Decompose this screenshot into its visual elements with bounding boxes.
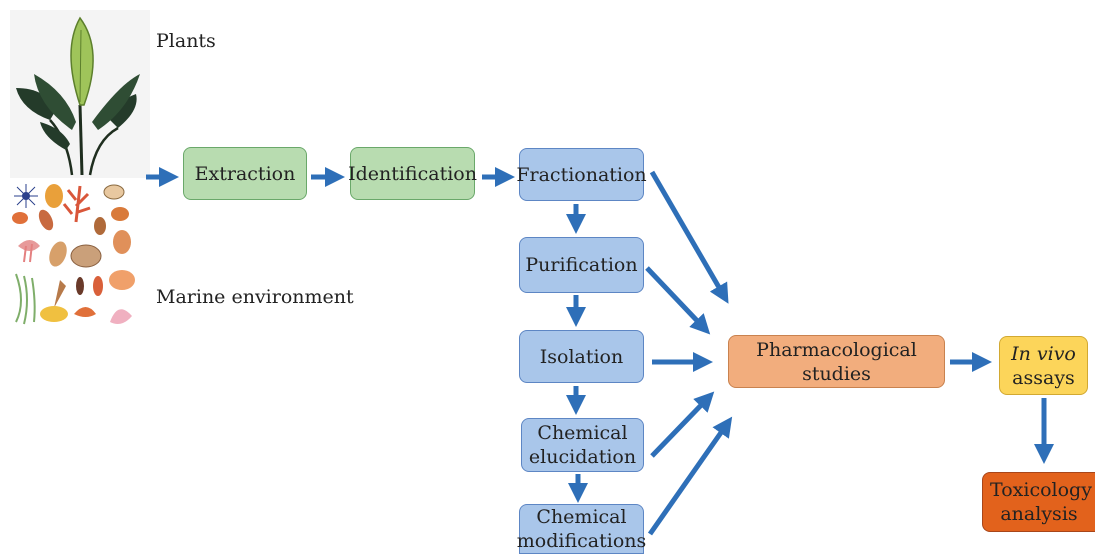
assays-label: assays <box>1012 366 1075 389</box>
chemical-modifications-line2: modifications <box>516 530 647 552</box>
arrow-elucidation-to-pharmacological <box>650 391 715 458</box>
arrow-purification-to-pharmacological <box>645 266 711 335</box>
isolation-label: Isolation <box>539 345 624 368</box>
marine-environment-label: Marine environment <box>156 286 354 308</box>
toxicology-line1: Toxicology <box>990 479 1092 501</box>
fractionation-box: Fractionation <box>516 148 647 201</box>
identification-label: Identification <box>348 162 477 185</box>
chemical-modifications-line1: Chemical <box>536 506 627 528</box>
purification-box: Purification <box>519 237 644 293</box>
toxicology-line2: analysis <box>1000 503 1078 525</box>
chemical-elucidation-line1: Chemical <box>537 422 628 444</box>
in-vivo-assays-box: In vivo assays <box>999 336 1088 395</box>
pharmacological-line2: studies <box>802 362 871 385</box>
chemical-modifications-box: Chemical modifications <box>516 504 647 554</box>
plant-illustration <box>10 10 150 178</box>
chemical-elucidation-box: Chemical elucidation <box>521 418 644 472</box>
purification-label: Purification <box>525 254 638 276</box>
sea-urchin-icon <box>14 184 38 208</box>
fractionation-label: Fractionation <box>516 163 647 186</box>
pharmacological-studies-box: Pharmacological studies <box>728 335 945 388</box>
arrow-fractionation-to-pharmacological <box>649 170 729 304</box>
chemical-elucidation-line2: elucidation <box>528 446 637 468</box>
identification-box: Identification <box>348 147 477 200</box>
extraction-label: Extraction <box>194 162 296 185</box>
marine-illustration <box>12 184 135 325</box>
extraction-box: Extraction <box>183 147 307 200</box>
pharmacological-line1: Pharmacological <box>756 338 917 361</box>
in-vivo-label: In vivo <box>1011 342 1076 365</box>
toxicology-analysis-box: Toxicology analysis <box>982 472 1095 532</box>
isolation-box: Isolation <box>519 330 644 383</box>
plants-label: Plants <box>156 30 216 52</box>
arrow-modifications-to-pharmacological <box>647 416 733 536</box>
